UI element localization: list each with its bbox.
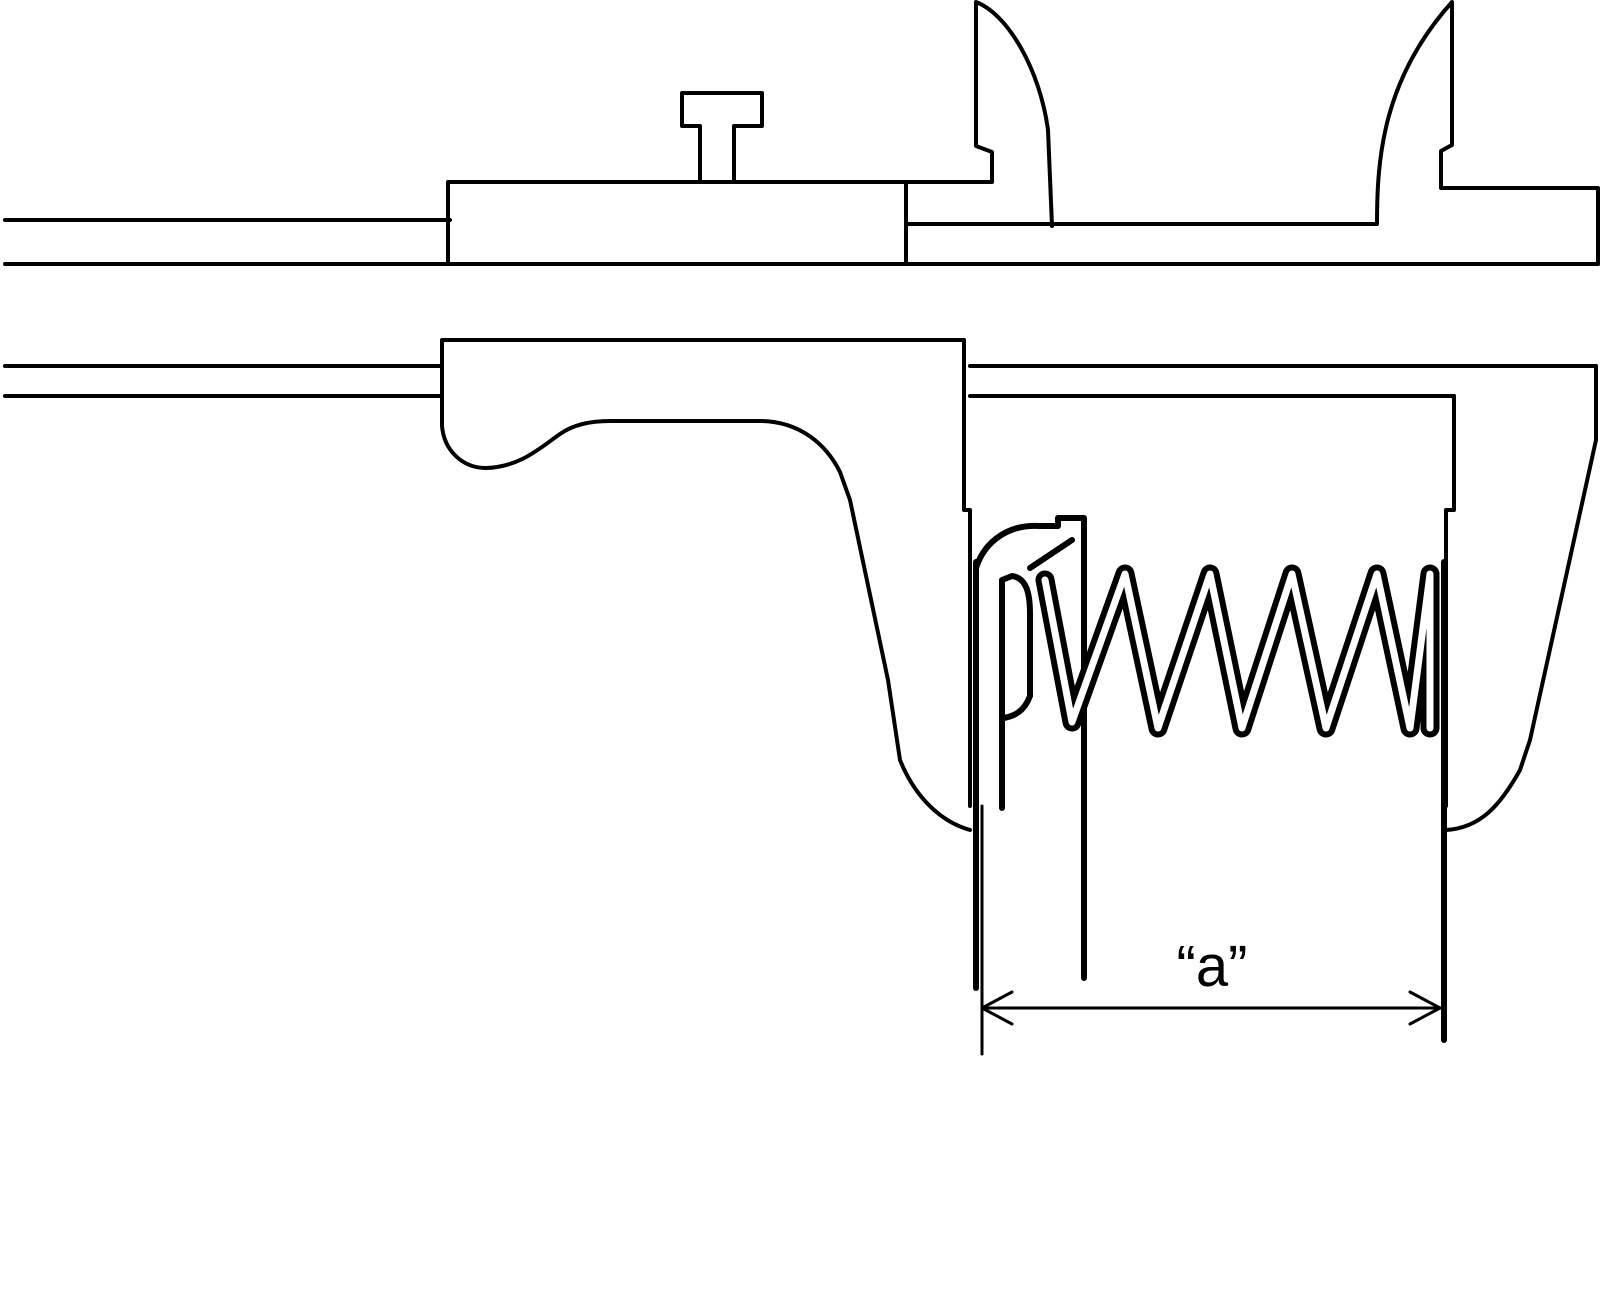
fixed-jaw: [1444, 364, 1598, 832]
spring-retainer: [973, 515, 1087, 981]
compression-spring: [1035, 564, 1440, 738]
dimension-arrow-left: [980, 990, 1014, 1026]
dimension-label: “a”: [1177, 934, 1248, 999]
inside-measuring-jaws: [904, 0, 1600, 266]
dimension-arrow-right: [1408, 990, 1442, 1026]
caliper-beam: [3, 218, 1600, 398]
dimension-a: “a”: [980, 804, 1442, 1056]
sliding-frame: [446, 91, 908, 266]
jaw-contact-faces: [973, 559, 1447, 1043]
movable-jaw: [440, 338, 972, 832]
